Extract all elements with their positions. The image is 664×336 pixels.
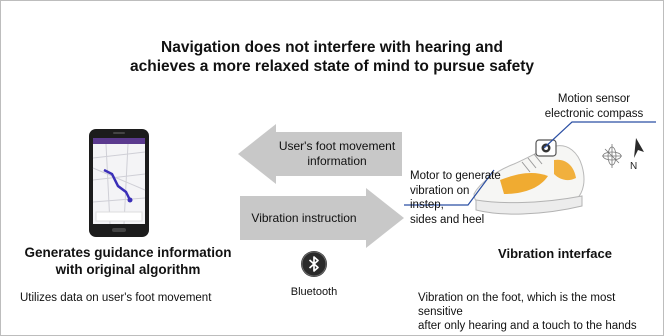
vibration-instruction-arrow: Vibration instruction xyxy=(240,188,404,248)
foot-data-note: Utilizes data on user's foot movement xyxy=(20,292,212,304)
left-arrow-shape xyxy=(238,124,402,184)
guidance-heading-line-1: Generates guidance information xyxy=(24,245,232,260)
vibration-note-line-2: after only hearing and a touch to the ha… xyxy=(418,320,637,332)
motion-sensor-callout: Motion sensor electronic compass xyxy=(530,92,658,121)
motor-callout: Motor to generate vibration on instep, s… xyxy=(410,169,506,227)
vibration-interface-heading: Vibration interface xyxy=(498,246,612,261)
motion-sensor-line-2: electronic compass xyxy=(544,107,644,120)
smartphone-illustration xyxy=(88,128,150,238)
compass-icon: N xyxy=(596,132,652,174)
guidance-heading-line-2: with original algorithm xyxy=(55,262,201,277)
bluetooth-icon xyxy=(300,250,328,278)
vibration-note: Vibration on the foot, which is the most… xyxy=(418,291,658,333)
vibration-instruction-label: Vibration instruction xyxy=(251,210,357,225)
motor-callout-line-1: Motor to generate xyxy=(410,170,501,182)
bluetooth-label: Bluetooth xyxy=(290,286,338,298)
title-line-1: Navigation does not interfere with heari… xyxy=(161,39,503,56)
compass-north-letter: N xyxy=(630,161,637,172)
right-arrow-shape xyxy=(240,188,404,248)
motor-callout-line-3: sides and heel xyxy=(410,213,485,226)
title-line-2: achieves a more relaxed state of mind to… xyxy=(129,58,534,75)
motion-sensor-line-1: Motion sensor xyxy=(557,93,631,105)
foot-movement-label: User's foot movement information xyxy=(278,139,396,168)
guidance-heading: Generates guidance information with orig… xyxy=(18,244,238,278)
foot-movement-arrow: User's foot movement information xyxy=(238,124,402,184)
motor-callout-line-2: vibration on instep, xyxy=(410,184,470,212)
vibration-note-line-1: Vibration on the foot, which is the most… xyxy=(418,292,616,318)
diagram-title: Navigation does not interfere with heari… xyxy=(0,38,664,76)
